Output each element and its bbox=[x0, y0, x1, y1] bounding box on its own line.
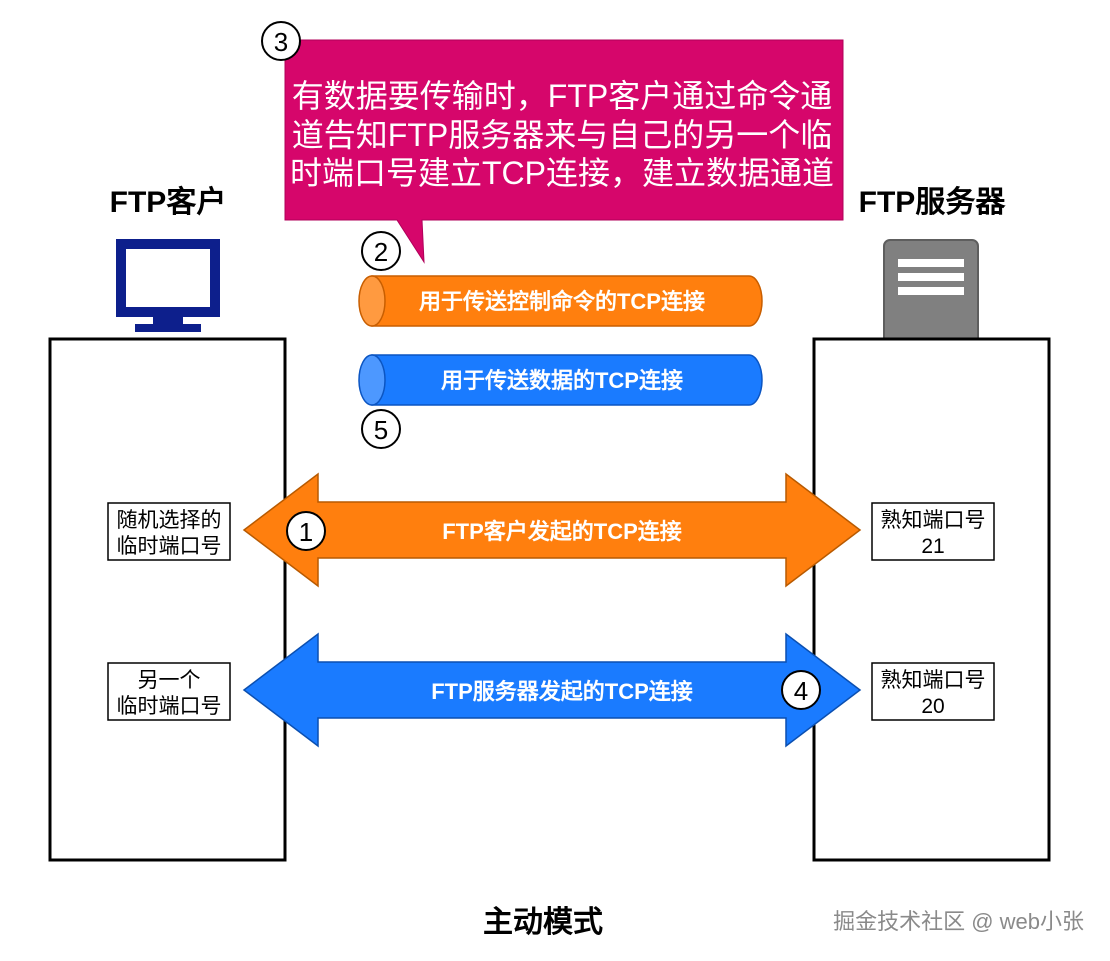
step-marker-1: 1 bbox=[286, 511, 326, 551]
callout-line-2: 道告知FTP服务器来与自己的另一个临 bbox=[292, 117, 832, 153]
client-arrow-label: FTP客户发起的TCP连接 bbox=[442, 519, 682, 544]
callout-box bbox=[284, 39, 844, 264]
step-number: 4 bbox=[794, 676, 808, 706]
client-random-port-label: 随机选择的 临时端口号 bbox=[107, 502, 231, 561]
server-arrow-label: FTP服务器发起的TCP连接 bbox=[431, 679, 693, 704]
data-connection-pipe: 用于传送数据的TCP连接 bbox=[358, 354, 763, 406]
client-title: FTP客户 bbox=[110, 185, 227, 219]
step-marker-3: 3 bbox=[261, 21, 301, 61]
port-line: 另一个 bbox=[138, 669, 201, 692]
server-initiated-arrow: FTP服务器发起的TCP连接 bbox=[242, 632, 862, 748]
watermark: 掘金技术社区 @ web小张 bbox=[833, 909, 1084, 934]
server-host-box bbox=[812, 337, 1051, 862]
port-line: 熟知端口号 bbox=[881, 669, 986, 692]
port-line: 随机选择的 bbox=[117, 509, 222, 532]
port-line: 临时端口号 bbox=[117, 695, 222, 718]
step-marker-2: 2 bbox=[361, 231, 401, 271]
step-marker-5: 5 bbox=[361, 409, 401, 449]
data-pipe-label: 用于传送数据的TCP连接 bbox=[441, 368, 683, 393]
step-number: 5 bbox=[374, 415, 388, 445]
port-line: 21 bbox=[921, 535, 944, 558]
port-line: 熟知端口号 bbox=[881, 509, 986, 532]
step-number: 3 bbox=[274, 27, 288, 57]
server-title: FTP服务器 bbox=[859, 186, 1007, 219]
step-number: 2 bbox=[374, 237, 388, 267]
monitor-icon bbox=[116, 239, 220, 332]
control-pipe-label: 用于传送控制命令的TCP连接 bbox=[419, 289, 705, 314]
port-line: 20 bbox=[921, 695, 944, 718]
control-connection-pipe: 用于传送控制命令的TCP连接 bbox=[358, 275, 763, 327]
client-host-box bbox=[48, 337, 287, 862]
callout-line-1: 有数据要传输时，FTP客户通过命令通 bbox=[292, 78, 832, 114]
step-number: 1 bbox=[299, 517, 313, 547]
client-other-port-label: 另一个 临时端口号 bbox=[107, 662, 231, 721]
diagram-caption: 主动模式 bbox=[483, 906, 603, 939]
server-port-21-label: 熟知端口号 21 bbox=[871, 502, 995, 561]
port-line: 临时端口号 bbox=[117, 535, 222, 558]
step-marker-4: 4 bbox=[781, 670, 821, 710]
server-port-20-label: 熟知端口号 20 bbox=[871, 662, 995, 721]
server-icon bbox=[883, 239, 979, 368]
callout-line-3: 时端口号建立TCP连接，建立数据通道 bbox=[290, 155, 834, 191]
client-initiated-arrow: FTP客户发起的TCP连接 bbox=[242, 472, 862, 588]
